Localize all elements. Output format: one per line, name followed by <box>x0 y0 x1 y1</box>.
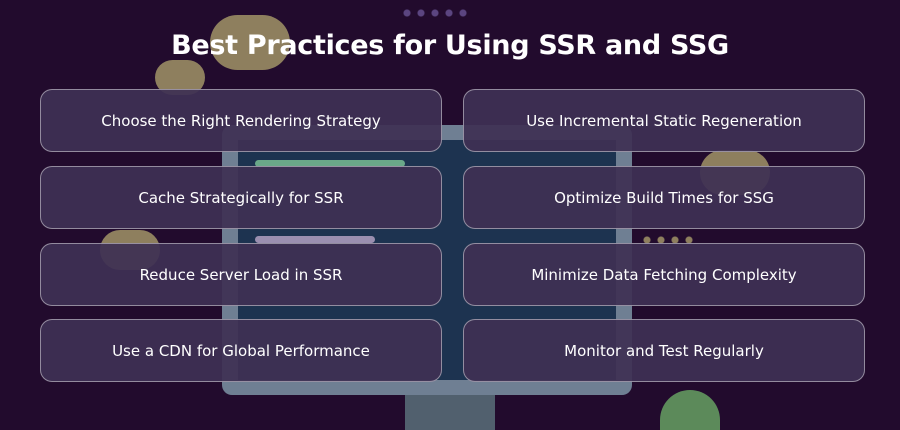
monitor-stand <box>405 395 495 430</box>
code-line <box>255 236 375 243</box>
page-title: Best Practices for Using SSR and SSG <box>171 30 729 61</box>
practice-card: Reduce Server Load in SSR <box>40 243 442 306</box>
cloud-icon <box>210 15 290 70</box>
practice-card: Optimize Build Times for SSG <box>463 166 865 229</box>
dots-decoration <box>400 8 470 18</box>
practice-card: Cache Strategically for SSR <box>40 166 442 229</box>
practice-card: Minimize Data Fetching Complexity <box>463 243 865 306</box>
practice-card: Use Incremental Static Regeneration <box>463 89 865 152</box>
practice-card: Choose the Right Rendering Strategy <box>40 89 442 152</box>
practice-card: Monitor and Test Regularly <box>463 319 865 382</box>
practice-card: Use a CDN for Global Performance <box>40 319 442 382</box>
dots-decoration <box>640 235 696 245</box>
plant-decoration <box>660 390 720 430</box>
code-line <box>255 160 405 167</box>
